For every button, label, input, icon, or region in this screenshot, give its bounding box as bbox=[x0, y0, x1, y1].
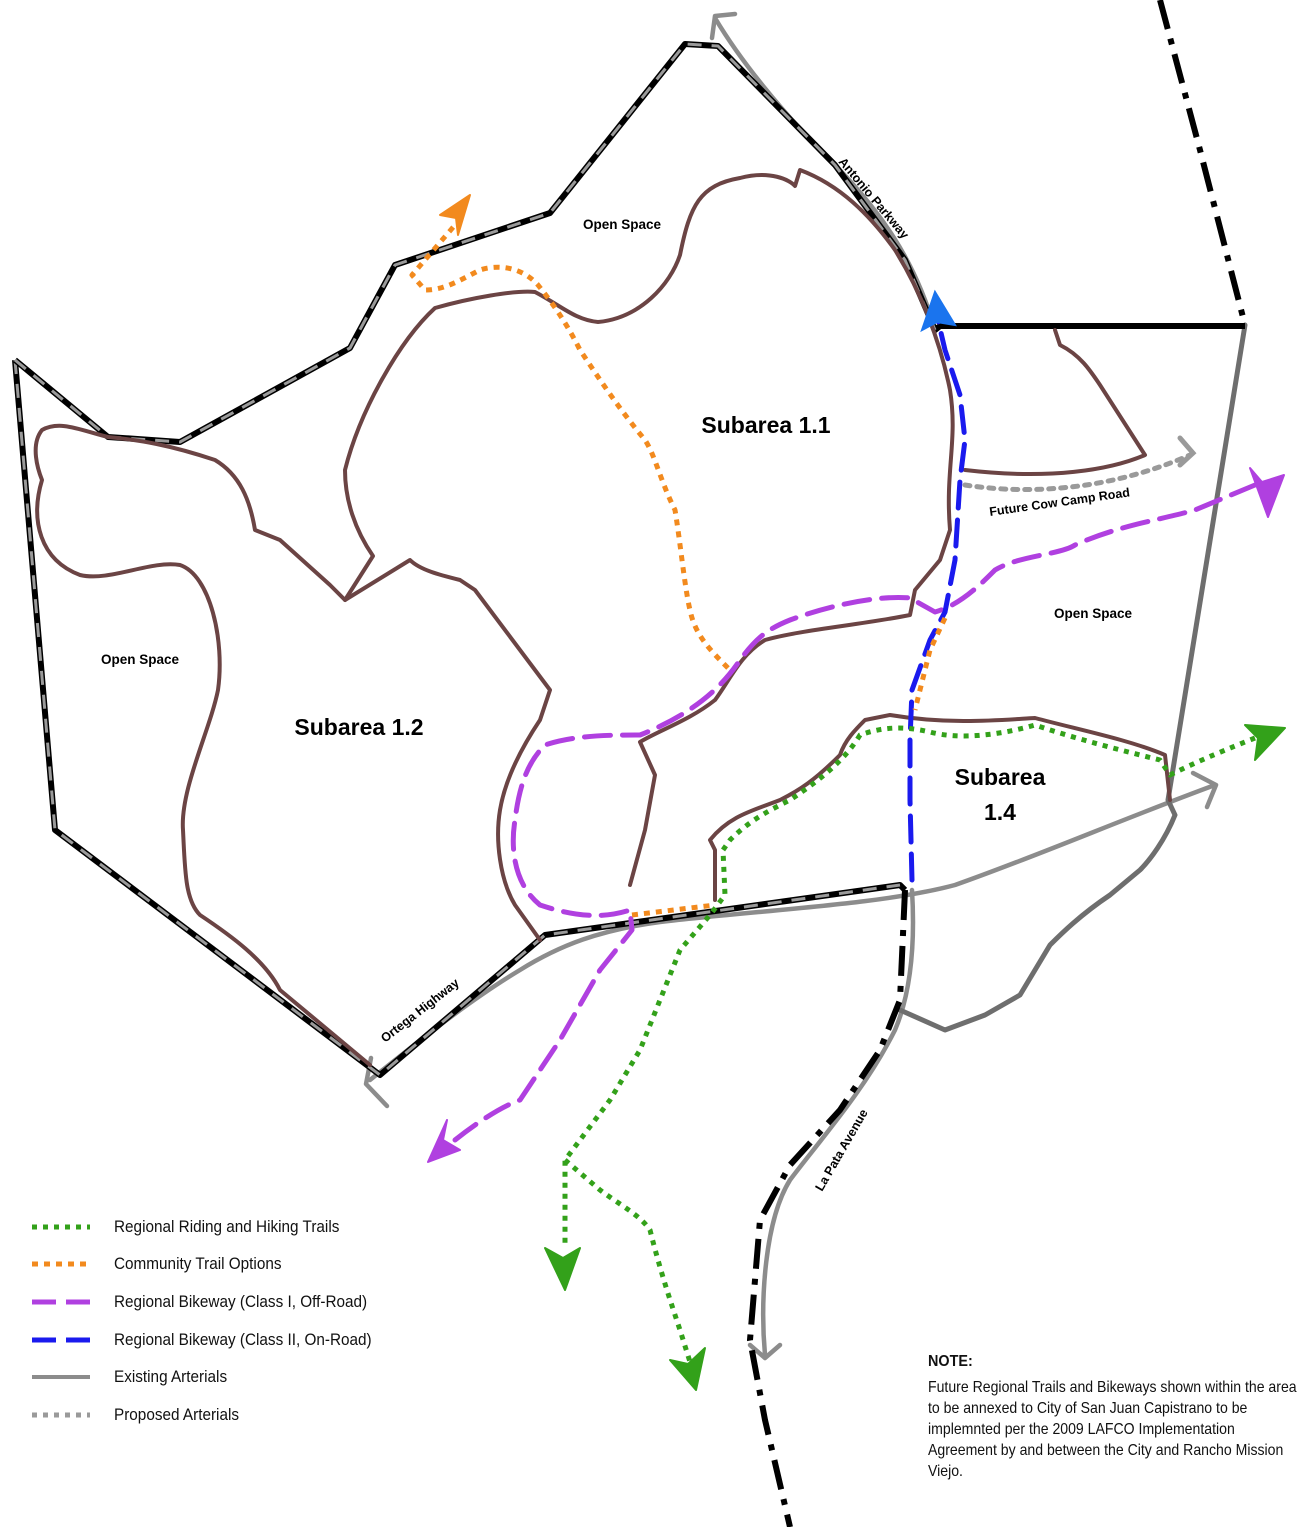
la-pata-avenue-label: La Pata Avenue bbox=[812, 1107, 870, 1194]
antonio-parkway-arrowhead bbox=[709, 11, 738, 41]
ortega-highway-road bbox=[367, 782, 1218, 1083]
subarea-1-1-outline bbox=[343, 168, 955, 887]
legend-item-community-trails: Community Trail Options bbox=[30, 1246, 450, 1284]
note-block: NOTE: Future Regional Trails and Bikeway… bbox=[928, 1353, 1299, 1482]
legend-label: Community Trail Options bbox=[114, 1254, 282, 1274]
note-body: Future Regional Trails and Bikeways show… bbox=[928, 1379, 1297, 1480]
subarea-1-4-outline bbox=[708, 713, 1172, 902]
legend-label: Regional Bikeway (Class I, Off-Road) bbox=[114, 1291, 368, 1311]
subarea-1-4-label-line1: Subarea bbox=[955, 764, 1046, 790]
legend-swatch-proposed-arterials bbox=[30, 1410, 92, 1420]
legend-swatch-existing-arterials bbox=[30, 1372, 92, 1382]
legend-label: Regional Bikeway (Class II, On-Road) bbox=[114, 1329, 372, 1349]
subarea-1-1-east-outline bbox=[963, 328, 1147, 477]
regional-trails bbox=[544, 722, 1286, 1391]
bikeway-class-1 bbox=[427, 467, 1285, 1163]
subarea-outlines bbox=[33, 168, 1172, 1067]
open-space-label-top: Open Space bbox=[583, 217, 662, 232]
existing-arterials bbox=[363, 11, 1219, 1361]
ortega-highway-label: Ortega Highway bbox=[378, 976, 462, 1046]
legend: Regional Riding and Hiking Trails Commun… bbox=[30, 1208, 450, 1434]
proposed-arterial bbox=[962, 435, 1197, 493]
open-space-label-left: Open Space bbox=[101, 652, 180, 667]
subarea-1-2-label: Subarea 1.2 bbox=[294, 714, 423, 740]
open-space-label-right: Open Space bbox=[1054, 606, 1133, 621]
community-trails bbox=[409, 194, 948, 918]
la-pata-avenue-road bbox=[761, 887, 916, 1358]
future-cow-camp-road-label: Future Cow Camp Road bbox=[988, 485, 1130, 519]
antonio-parkway-road bbox=[712, 15, 938, 333]
secondary-road bbox=[897, 322, 1248, 1033]
subarea-1-1-label: Subarea 1.1 bbox=[701, 412, 830, 438]
bikeway-class-2 bbox=[907, 289, 968, 883]
legend-label: Existing Arterials bbox=[114, 1367, 228, 1387]
subarea-1-2-outline bbox=[33, 423, 552, 1067]
legend-item-proposed-arterials: Proposed Arterials bbox=[30, 1396, 450, 1434]
legend-swatch-community-trails bbox=[30, 1259, 92, 1269]
legend-swatch-bikeway-class-1 bbox=[30, 1297, 92, 1307]
ortega-highway-east-arrowhead bbox=[1190, 770, 1219, 810]
legend-item-existing-arterials: Existing Arterials bbox=[30, 1358, 450, 1396]
subarea-1-4-label-line2: 1.4 bbox=[984, 799, 1016, 825]
legend-label: Proposed Arterials bbox=[114, 1404, 240, 1424]
legend-item-bikeway-class-2: Regional Bikeway (Class II, On-Road) bbox=[30, 1321, 450, 1359]
la-pata-avenue-arrowhead bbox=[747, 1342, 783, 1361]
note-title: NOTE: bbox=[928, 1353, 973, 1370]
legend-swatch-bikeway-class-2 bbox=[30, 1335, 92, 1345]
legend-item-bikeway-class-1: Regional Bikeway (Class I, Off-Road) bbox=[30, 1283, 450, 1321]
legend-label: Regional Riding and Hiking Trails bbox=[114, 1216, 340, 1236]
legend-swatch-regional-trails bbox=[30, 1222, 92, 1232]
legend-item-regional-trails: Regional Riding and Hiking Trails bbox=[30, 1208, 450, 1246]
